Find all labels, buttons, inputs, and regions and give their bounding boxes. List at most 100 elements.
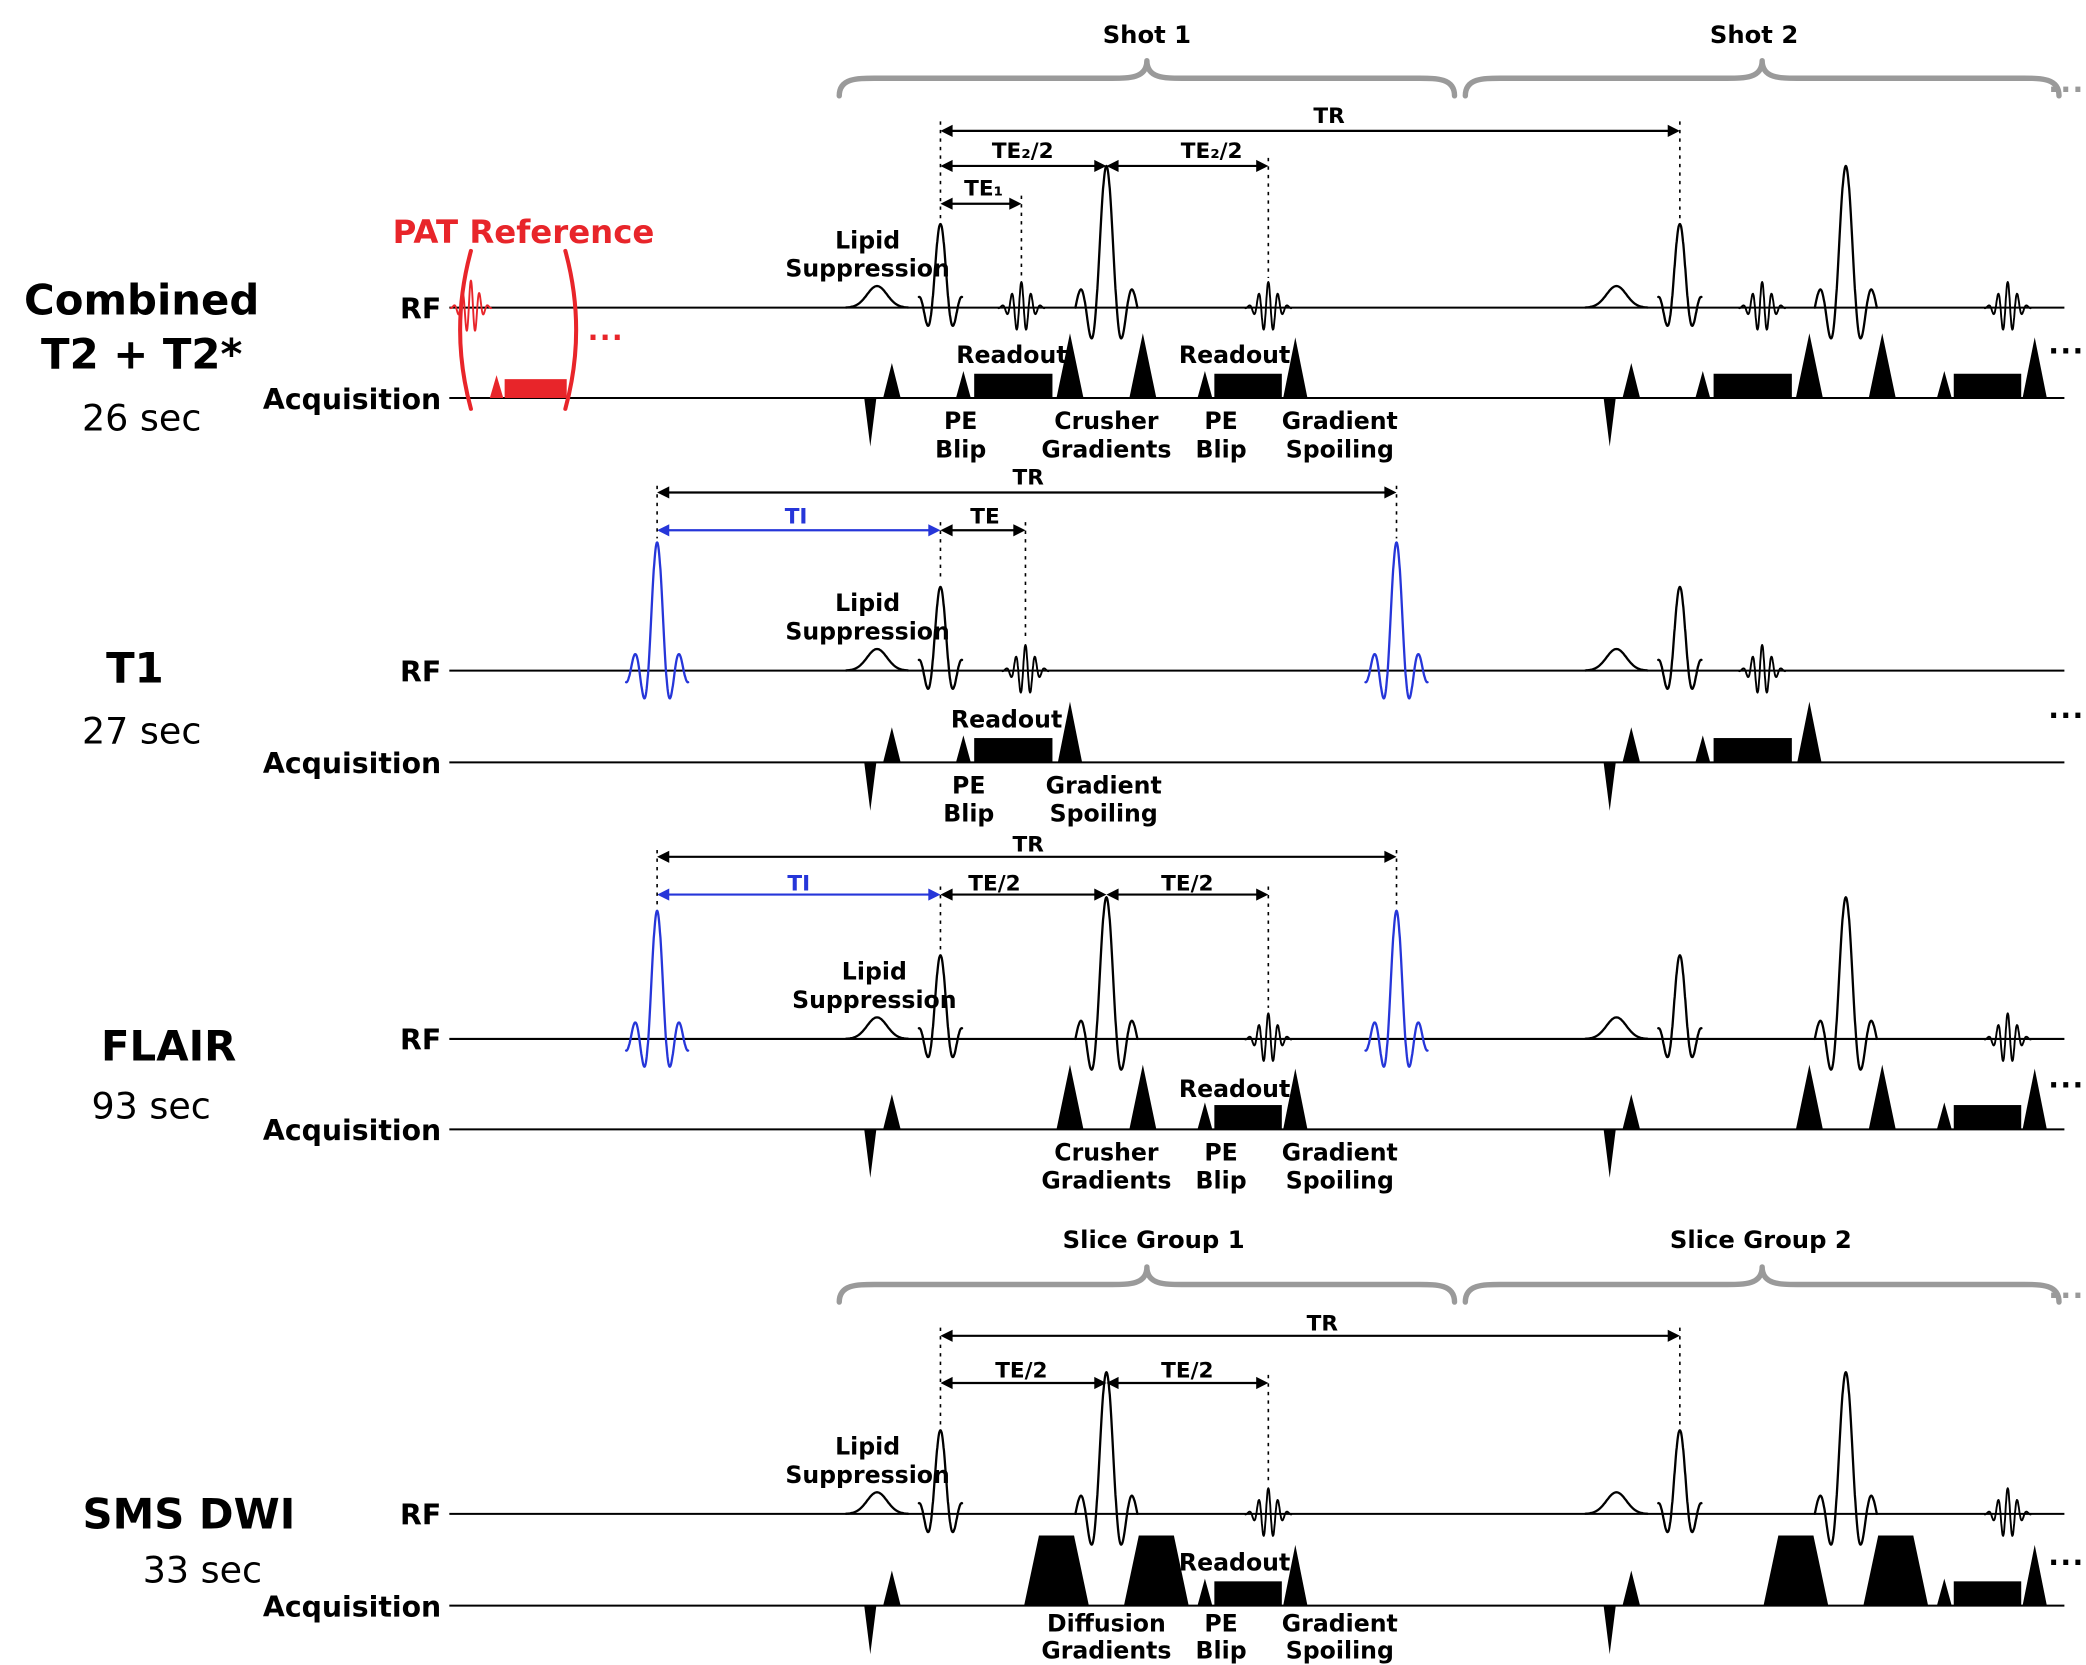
gradient-blip [1868, 333, 1896, 399]
rf-pulse [1813, 1371, 1878, 1546]
gradient-blip [1936, 371, 1952, 399]
sequence-title-line2-row1: T2 + T2* [41, 329, 242, 378]
slice-group2-label: Slice Group 2 [1670, 1225, 1852, 1254]
rf-refocus-pulse [1244, 1012, 1293, 1062]
pe-blip-label-line2-row4: Blip [1196, 1636, 1247, 1664]
rf-refocus-pulse [997, 281, 1046, 331]
shot-brace [1462, 1264, 2062, 1305]
gradient-blip [1129, 333, 1157, 399]
pe-blip-label1-line1-row1: PE [944, 407, 977, 435]
gradient-blip [955, 735, 971, 763]
readout-label-2-row1: Readout [1179, 341, 1290, 369]
gradient-blip [883, 362, 901, 399]
gradient-blip [1283, 337, 1308, 399]
rf-refocus-pulse [1983, 1487, 2032, 1537]
spoil-label-line2-row2: Spoiling [1050, 800, 1158, 828]
gradient-blip [1622, 362, 1641, 399]
down-spike [1603, 1605, 1616, 1655]
lipid-suppression-pulse [1584, 1491, 1649, 1515]
acquisition-axis-label-row1: Acquisition [263, 383, 441, 416]
shot2-label: Shot 2 [1710, 20, 1798, 49]
crusher-label-line2-row3: Gradients [1041, 1167, 1171, 1195]
lipid-label-line2-row4: Suppression [785, 1461, 950, 1489]
rf-pulse [1657, 954, 1703, 1059]
gradient-blip [1283, 1068, 1308, 1130]
pe-blip-label-line2-row3: Blip [1196, 1167, 1247, 1195]
pe-blip-label-line1-row2: PE [952, 771, 985, 799]
pe-blip-label1-line2-row1: Blip [935, 435, 986, 463]
readout-block [1953, 1105, 2022, 1130]
ti-label-row2: TI [785, 505, 808, 530]
arrowhead [1094, 159, 1107, 173]
arrowhead [1384, 486, 1397, 499]
sequence-row-sms-dwi: Slice Group 1 Slice Group 2 ... TR TE/2 … [83, 1225, 2084, 1664]
down-spike [864, 398, 877, 447]
gradient-blip [1936, 1102, 1952, 1130]
gradient-blip [1283, 1544, 1308, 1606]
brace-ellipsis-row1: ... [2048, 66, 2084, 99]
sequence-row-flair: TR TI TE/2 TE/2 Lipid Suppression FLAIR … [91, 832, 2084, 1195]
gradient-blip [1197, 371, 1213, 399]
gradient-blip [883, 727, 901, 763]
inversion-pulse [624, 909, 690, 1068]
sequence-duration-row1: 26 sec [82, 396, 201, 439]
arrowhead [1667, 1329, 1680, 1342]
acquisition-axis-label-row4: Acquisition [263, 1590, 441, 1623]
gradient-blip [1936, 1578, 1952, 1606]
gradient-blip [1129, 1064, 1157, 1130]
readout-block [974, 738, 1053, 763]
acquisition-axis-label-row2: Acquisition [263, 747, 441, 780]
lipid-suppression-pulse [1584, 284, 1649, 309]
diffusion-gradient [1763, 1535, 1829, 1606]
readout-block [1953, 1581, 2022, 1606]
gradient-blip [1197, 1578, 1213, 1606]
spoil-label-line2-row4: Spoiling [1286, 1636, 1394, 1664]
row-ellipsis-row4: ... [2048, 1539, 2084, 1572]
te-half-left-label-row4: TE/2 [995, 1359, 1047, 1384]
tr-label-row2: TR [1012, 465, 1044, 490]
row-ellipsis-row3: ... [2048, 1062, 2084, 1095]
gradient-blip [1622, 1094, 1641, 1130]
diffusion-label-line1-row4: Diffusion [1047, 1609, 1166, 1637]
rf-axis-label-row4: RF [400, 1499, 441, 1532]
rf-pulse [1657, 222, 1703, 327]
rf-pulse [1074, 896, 1139, 1071]
gradient-blip [2022, 337, 2047, 399]
te2-half-right-label: TE₂/2 [1181, 139, 1243, 164]
arrowhead [657, 524, 670, 537]
arrowhead [1256, 888, 1269, 901]
arrowhead [1106, 1376, 1119, 1390]
lipid-label-line2-row2: Suppression [785, 618, 950, 646]
gradient-blip [1695, 735, 1711, 763]
crusher-label-line1-row3: Crusher [1054, 1138, 1159, 1166]
inversion-pulse [624, 541, 690, 700]
arrowhead [1384, 850, 1397, 863]
diffusion-gradient [1024, 1535, 1089, 1606]
pat-bracket [458, 248, 473, 411]
gradient-blip [2022, 1544, 2047, 1606]
spoil-label-line2-row1: Spoiling [1286, 435, 1394, 463]
gradient-blip [1056, 333, 1084, 399]
rf-pulse [1657, 585, 1703, 690]
tr-label-row4: TR [1307, 1311, 1339, 1336]
ti-label-row3: TI [787, 872, 810, 897]
arrowhead [1256, 1376, 1269, 1390]
gradient-blip [955, 371, 971, 399]
arrowhead [940, 1329, 953, 1342]
pat-bracket [563, 248, 579, 411]
lipid-label-line1-row1: Lipid [835, 226, 900, 254]
gradient-blip [1795, 333, 1823, 399]
shot-brace [836, 1264, 1458, 1305]
sequence-title-row2: T1 [106, 644, 164, 693]
diffusion-label-line2-row4: Gradients [1041, 1636, 1171, 1664]
gradient-blip [1197, 1102, 1213, 1130]
shot-brace [836, 58, 1458, 99]
readout-block [1713, 738, 1792, 763]
shot-brace [1462, 58, 2062, 99]
arrowhead [657, 486, 670, 499]
acquisition-axis-label-row3: Acquisition [263, 1114, 441, 1147]
te2-half-left-label: TE₂/2 [992, 139, 1054, 164]
gradient-blip [883, 1094, 901, 1130]
row-ellipsis-row2: ... [2048, 692, 2084, 725]
